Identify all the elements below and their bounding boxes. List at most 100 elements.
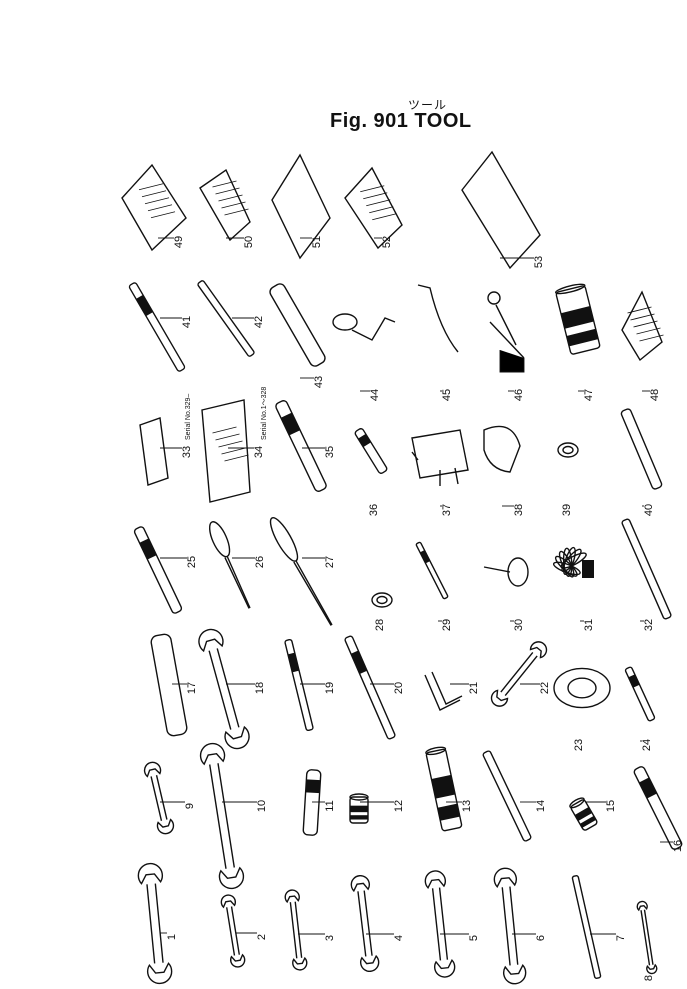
part-51-sheet — [271, 153, 331, 260]
part-5-wrench — [424, 870, 456, 978]
part-number-6: 6 — [535, 935, 547, 941]
part-number-29: 29 — [441, 619, 453, 631]
part-27-screwdriver — [269, 517, 333, 626]
part-number-45: 45 — [441, 389, 453, 401]
part-number-18: 18 — [254, 682, 266, 694]
part-number-51: 51 — [311, 236, 323, 248]
part-12-socket — [349, 793, 369, 824]
part-40-rod — [620, 408, 663, 490]
part-number-52: 52 — [381, 236, 393, 248]
part-number-32: 32 — [643, 619, 655, 631]
part-number-44: 44 — [369, 389, 381, 401]
part-19-hook-spanner — [284, 638, 314, 732]
part-number-1: 1 — [166, 934, 178, 940]
part-3-wrench — [284, 889, 308, 971]
part-29-t-handle — [415, 541, 449, 600]
part-17-tube — [150, 633, 188, 737]
part-26-screwdriver — [208, 521, 251, 609]
part-21-hex-key — [424, 671, 463, 711]
part-number-5: 5 — [468, 935, 480, 941]
part-30-suction-cup — [483, 557, 529, 587]
part-number-3: 3 — [324, 935, 336, 941]
part-16-ratchet — [633, 766, 683, 850]
part-number-50: 50 — [243, 236, 255, 248]
part-53-manual — [461, 150, 541, 270]
part-number-41: 41 — [181, 316, 193, 328]
part-20-hook-spanner — [344, 635, 396, 740]
part-9-wrench — [143, 761, 175, 835]
part-number-19: 19 — [324, 682, 336, 694]
part-8-wrench — [636, 900, 658, 975]
part-number-4: 4 — [393, 935, 405, 941]
part-39-ring — [557, 442, 579, 458]
part-43-handle — [269, 283, 326, 367]
part-24-wrench — [624, 666, 656, 722]
part-50-manual — [199, 168, 251, 242]
part-41-bent-bar — [128, 282, 186, 372]
part-number-49: 49 — [173, 236, 185, 248]
part-number-40: 40 — [643, 504, 655, 516]
part-number-47: 47 — [583, 389, 595, 401]
part-7-bar — [571, 875, 602, 979]
part-number-23: 23 — [573, 739, 585, 751]
part-10-wrench — [199, 742, 245, 890]
part-number-22: 22 — [539, 682, 551, 694]
part-number-2: 2 — [256, 934, 268, 940]
part-number-37: 37 — [441, 504, 453, 516]
part-number-24: 24 — [641, 739, 653, 751]
part-number-15: 15 — [605, 800, 617, 812]
part-number-10: 10 — [256, 800, 268, 812]
part-number-11: 11 — [324, 800, 336, 811]
part-28-ring-tool — [371, 592, 393, 608]
serial-note-33: Serial No.329– — [185, 394, 192, 440]
part-number-46: 46 — [513, 389, 525, 401]
part-44-crank — [332, 313, 396, 341]
part-31-feeler-gauge — [552, 546, 594, 578]
part-47-oil-filter — [554, 283, 601, 355]
part-number-39: 39 — [561, 504, 573, 516]
figure-title-text: TOOL — [414, 110, 472, 132]
part-13-extension-socket — [425, 746, 463, 832]
part-number-38: 38 — [513, 504, 525, 516]
part-number-35: 35 — [324, 446, 336, 458]
part-1-wrench — [137, 862, 173, 985]
part-number-8: 8 — [643, 975, 655, 981]
part-number-9: 9 — [184, 803, 196, 809]
part-23-ring-compressor — [553, 667, 611, 709]
figure-label: Fig. — [330, 110, 368, 132]
part-number-31: 31 — [583, 619, 595, 631]
part-number-21: 21 — [468, 682, 480, 694]
part-11-holder — [302, 769, 322, 836]
part-4-wrench — [350, 875, 380, 972]
part-number-36: 36 — [368, 504, 380, 516]
part-number-17: 17 — [186, 682, 198, 694]
part-25-adjustable-wrench — [133, 526, 183, 614]
figure-title-japanese: ツール — [408, 98, 448, 112]
part-number-53: 53 — [533, 256, 545, 268]
part-number-42: 42 — [253, 316, 265, 328]
part-36-pliers — [354, 428, 388, 474]
part-15-universal-joint — [569, 797, 598, 831]
part-52-manual — [344, 166, 403, 250]
part-number-43: 43 — [313, 376, 325, 388]
part-number-26: 26 — [254, 556, 266, 568]
part-number-12: 12 — [393, 800, 405, 812]
figure-number: 901 — [373, 110, 409, 132]
part-number-34: 34 — [253, 446, 265, 458]
part-34-tool-case — [201, 399, 251, 503]
part-48-booklet — [621, 290, 664, 362]
part-22-box-wrench — [490, 641, 548, 707]
part-6-wrench — [493, 867, 527, 985]
part-number-30: 30 — [513, 619, 525, 631]
part-18-wrench — [198, 628, 250, 750]
part-number-33: 33 — [181, 446, 193, 458]
part-number-48: 48 — [649, 389, 661, 401]
part-number-16: 16 — [672, 840, 684, 852]
part-42-pry-bar — [197, 280, 255, 357]
part-number-27: 27 — [324, 556, 336, 568]
part-number-13: 13 — [461, 800, 473, 812]
part-number-14: 14 — [535, 800, 547, 812]
